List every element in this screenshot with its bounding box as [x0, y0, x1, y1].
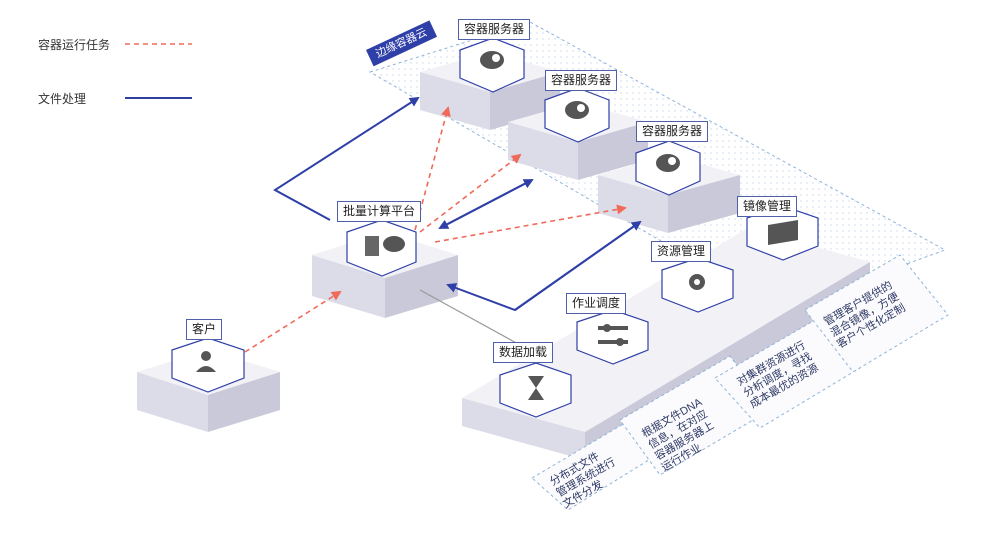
job-schedule-tile	[576, 309, 649, 365]
batch-platform-link	[419, 289, 521, 346]
server2-icon-tile	[544, 87, 610, 143]
platform-left	[462, 398, 585, 460]
blue-arrow-server2-to-batch	[438, 179, 533, 229]
note1-card	[531, 419, 666, 511]
legend-container-task-label: 容器运行任务	[38, 38, 111, 52]
server2-label: 容器服务器	[545, 70, 618, 91]
customer-label: 客户	[186, 319, 223, 340]
data-load-tile	[499, 362, 572, 418]
red-arrow-batch-to-server3	[434, 204, 627, 243]
data-load-label: 数据加载	[493, 342, 554, 363]
server3-icon-tile	[635, 140, 701, 196]
resource-mgmt-label: 资源管理	[651, 241, 712, 262]
job-schedule-label: 作业调度	[566, 293, 627, 314]
customer-icon-tile	[171, 337, 245, 393]
batch-label: 批量计算平台	[337, 201, 422, 222]
blue-arrow-platform-to-server3	[514, 220, 642, 311]
server-block-2	[508, 102, 648, 180]
blue-arrow-batch-to-server1	[273, 96, 420, 221]
image-mgmt-tile	[746, 205, 819, 261]
server1-label: 容器服务器	[458, 19, 531, 40]
note4-card	[804, 254, 949, 373]
image-mgmt-label: 镜像管理	[737, 196, 798, 217]
server3-label: 容器服务器	[636, 121, 709, 142]
legend-file-processing-label: 文件处理	[38, 92, 87, 106]
red-arrow-batch-to-server2	[419, 153, 522, 233]
red-arrow-customer-to-batch	[244, 290, 342, 353]
